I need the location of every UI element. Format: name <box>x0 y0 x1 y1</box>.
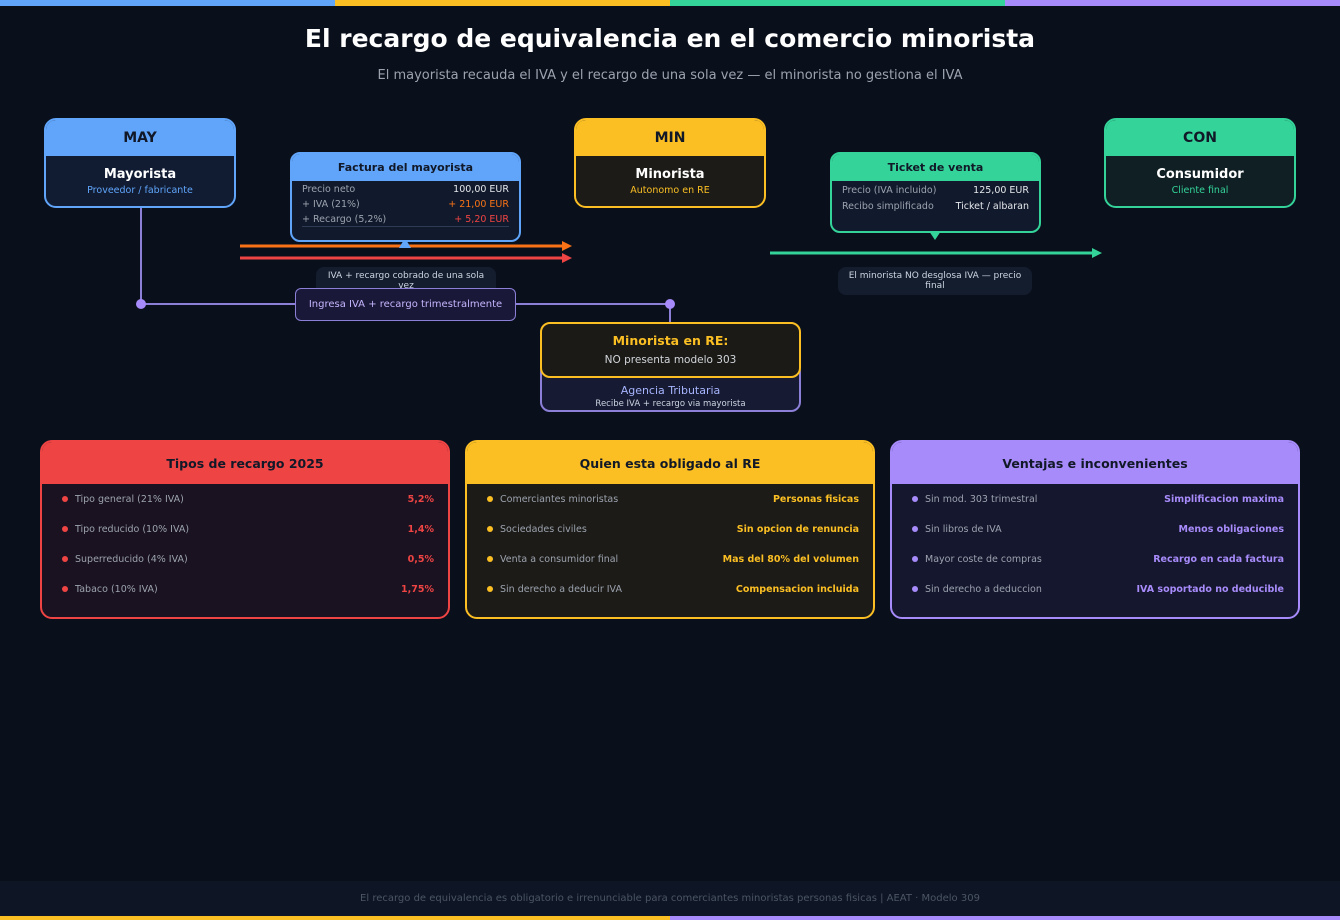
top-color-bar <box>0 0 1340 6</box>
ticket-row: Precio (IVA incluido) 125,00 EUR <box>832 182 1039 198</box>
ticket-title: Ticket de venta <box>832 154 1039 181</box>
item-label: Venta a consumidor final <box>500 553 619 565</box>
re-sub: NO presenta modelo 303 <box>604 354 737 366</box>
page-footer: El recargo de equivalencia es obligatori… <box>0 881 1340 916</box>
note-ingreso: Ingresa IVA + recargo trimestralmente <box>295 288 516 321</box>
list-item: Venta a consumidor final Mas del 80% del … <box>467 544 873 574</box>
item-value: Mas del 80% del volumen <box>722 553 859 565</box>
item-label: Sin mod. 303 trimestral <box>925 493 1038 505</box>
entity-mayorista: MAY Mayorista Proveedor / fabricante <box>44 118 236 208</box>
bullet-icon <box>912 586 918 592</box>
bullet-icon <box>62 526 68 532</box>
list-item: Sin libros de IVA Menos obligaciones <box>892 514 1298 544</box>
ticket-row-value: 125,00 EUR <box>973 184 1029 196</box>
agencia-name: Agencia Tributaria <box>620 384 721 397</box>
item-label: Tipo general (21% IVA) <box>75 493 184 505</box>
ticket-row-label: Precio (IVA incluido) <box>842 184 937 196</box>
item-label: Tabaco (10% IVA) <box>75 583 158 595</box>
list-item: Superreducido (4% IVA) 0,5% <box>42 544 448 574</box>
page-title: El recargo de equivalencia en el comerci… <box>304 24 1036 53</box>
card-obligados: Quien esta obligado al RE Comerciantes m… <box>465 440 875 619</box>
item-value: Recargo en cada factura <box>1153 553 1284 565</box>
list-item: Tipo reducido (10% IVA) 1,4% <box>42 514 448 544</box>
entity-name: Minorista <box>635 167 705 182</box>
bullet-icon <box>487 586 493 592</box>
bullet-icon <box>912 496 918 502</box>
item-value: Simplificacion maxima <box>1164 493 1284 505</box>
agencia-tributaria: Minorista en RE: NO presenta modelo 303 … <box>540 322 801 412</box>
card-title: Tipos de recargo 2025 <box>42 442 448 484</box>
item-label: Sin libros de IVA <box>925 523 1002 535</box>
ticket-row: Recibo simplificado Ticket / albaran <box>832 198 1039 214</box>
item-label: Superreducido (4% IVA) <box>75 553 188 565</box>
item-label: Tipo reducido (10% IVA) <box>75 523 190 535</box>
factura-row: + Recargo (5,2%) + 5,20 EUR <box>302 212 509 227</box>
page-subtitle: El mayorista recauda el IVA y el recargo… <box>377 68 963 83</box>
ticket-row-label: Recibo simplificado <box>842 200 934 212</box>
note-desglose: El minorista NO desglosa IVA — precio fi… <box>838 267 1032 295</box>
item-value: 1,75% <box>401 583 434 595</box>
bullet-icon <box>62 556 68 562</box>
agencia-sub: Recibe IVA + recargo via mayorista <box>595 399 746 409</box>
ticket-row-value: Ticket / albaran <box>955 200 1029 212</box>
entity-sub: Proveedor / fabricante <box>87 185 193 196</box>
bullet-icon <box>487 556 493 562</box>
re-title: Minorista en RE: <box>612 333 729 348</box>
factura-row: + IVA (21%) + 21,00 EUR <box>292 197 519 212</box>
factura-row-label: + IVA (21%) <box>302 199 360 210</box>
list-item: Comerciantes minoristas Personas fisicas <box>467 484 873 514</box>
entity-tag: CON <box>1106 120 1294 156</box>
list-item: Sin derecho a deduccion IVA soportado no … <box>892 574 1298 604</box>
factura-row-value: + 21,00 EUR <box>448 199 509 210</box>
bullet-icon <box>912 526 918 532</box>
entity-tag: MIN <box>576 120 764 156</box>
item-value: IVA soportado no deducible <box>1136 583 1284 595</box>
card-title: Ventajas e inconvenientes <box>892 442 1298 484</box>
card-ventajas: Ventajas e inconvenientes Sin mod. 303 t… <box>890 440 1300 619</box>
item-value: Sin opcion de renuncia <box>736 523 859 535</box>
item-value: Compensacion incluida <box>735 583 859 595</box>
bottom-color-bar <box>0 916 1340 920</box>
factura-row-value: + 5,20 EUR <box>454 213 509 225</box>
bullet-icon <box>487 496 493 502</box>
factura-row-label: + Recargo (5,2%) <box>302 213 387 225</box>
factura-title: Factura del mayorista <box>292 154 519 181</box>
factura-row-value: 100,00 EUR <box>453 184 509 195</box>
entity-tag: MAY <box>46 120 234 156</box>
entity-minorista: MIN Minorista Autonomo en RE <box>574 118 766 208</box>
item-value: Personas fisicas <box>772 493 859 505</box>
entity-consumidor: CON Consumidor Cliente final <box>1104 118 1296 208</box>
card-tipos-recargo: Tipos de recargo 2025 Tipo general (21% … <box>40 440 450 619</box>
factura-row: Precio neto 100,00 EUR <box>292 182 519 197</box>
factura-mayorista: Factura del mayorista Precio neto 100,00 … <box>290 152 521 242</box>
re-box: Minorista en RE: NO presenta modelo 303 <box>540 322 801 378</box>
list-item: Mayor coste de compras Recargo en cada fa… <box>892 544 1298 574</box>
bullet-icon <box>487 526 493 532</box>
bullet-icon <box>912 556 918 562</box>
item-label: Comerciantes minoristas <box>500 493 619 505</box>
entity-sub: Autonomo en RE <box>630 185 710 196</box>
bullet-icon <box>62 496 68 502</box>
entity-name: Mayorista <box>103 167 177 182</box>
factura-row-label: Precio neto <box>302 184 356 195</box>
item-label: Mayor coste de compras <box>925 553 1042 565</box>
item-label: Sin derecho a deduccion <box>925 583 1042 595</box>
entity-name: Consumidor <box>1156 167 1244 182</box>
item-value: Menos obligaciones <box>1178 523 1284 535</box>
item-label: Sociedades civiles <box>500 523 587 535</box>
item-value: 0,5% <box>407 553 434 565</box>
list-item: Sin mod. 303 trimestral Simplificacion ma… <box>892 484 1298 514</box>
list-item: Tabaco (10% IVA) 1,75% <box>42 574 448 604</box>
bullet-icon <box>62 586 68 592</box>
entity-sub: Cliente final <box>1171 185 1229 196</box>
item-value: 5,2% <box>407 493 434 505</box>
list-item: Tipo general (21% IVA) 5,2% <box>42 484 448 514</box>
card-title: Quien esta obligado al RE <box>467 442 873 484</box>
list-item: Sin derecho a deducir IVA Compensacion in… <box>467 574 873 604</box>
ticket-venta: Ticket de venta Precio (IVA incluido) 125… <box>830 152 1041 233</box>
item-label: Sin derecho a deducir IVA <box>500 583 622 595</box>
list-item: Sociedades civiles Sin opcion de renuncia <box>467 514 873 544</box>
item-value: 1,4% <box>407 523 434 535</box>
